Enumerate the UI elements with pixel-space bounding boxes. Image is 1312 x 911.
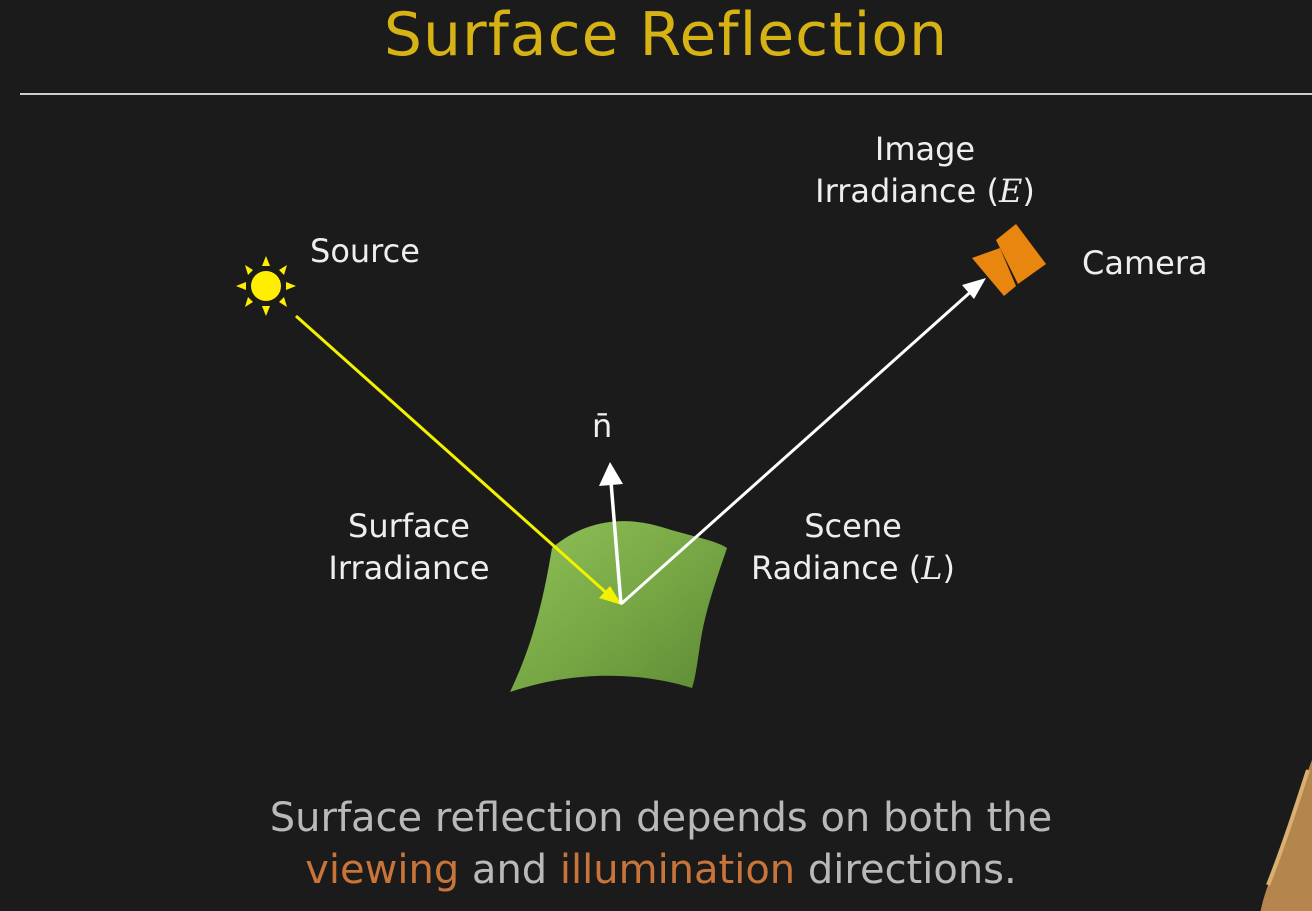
surface-irradiance-line2: Irradiance	[328, 549, 490, 587]
scene-radiance-label: Scene Radiance (L)	[728, 505, 978, 589]
scene-radiance-text: Radiance (	[751, 549, 922, 587]
image-irradiance-line2: Irradiance (E)	[780, 170, 1070, 212]
title-divider	[20, 93, 1312, 95]
caption-word-viewing: viewing	[305, 847, 460, 893]
scene-radiance-line1: Scene	[804, 507, 902, 545]
camera-label: Camera	[1082, 244, 1208, 282]
image-irradiance-text: Irradiance (	[815, 172, 999, 210]
presenter-silhouette	[1260, 760, 1312, 911]
image-irradiance-label: Image Irradiance (E)	[780, 128, 1070, 212]
image-irradiance-line1: Image	[874, 130, 976, 168]
scene-radiance-close: )	[942, 549, 955, 587]
caption-word-and: and	[459, 847, 560, 893]
caption-word-illumination: illumination	[559, 847, 796, 893]
caption-line2: viewing and illumination directions.	[0, 844, 1312, 896]
normal-label: n̄	[592, 407, 613, 445]
scene-radiance-line2: Radiance (L)	[728, 547, 978, 589]
reflected-ray	[620, 278, 986, 606]
normal-arrow	[599, 462, 623, 605]
image-irradiance-symbol: E	[998, 172, 1023, 210]
caption-line1: Surface reflection depends on both the	[269, 795, 1053, 841]
surface-irradiance-line1: Surface	[348, 507, 470, 545]
caption-word-directions: directions.	[795, 847, 1017, 893]
sun-icon	[236, 256, 296, 316]
incident-ray	[295, 314, 622, 605]
surface-patch	[510, 521, 727, 692]
image-irradiance-close: )	[1022, 172, 1035, 210]
scene-radiance-symbol: L	[921, 549, 943, 587]
page-title: Surface Reflection	[383, 0, 949, 70]
camera-icon	[972, 224, 1046, 296]
caption: Surface reflection depends on both the v…	[0, 792, 1312, 896]
surface-irradiance-label: Surface Irradiance	[300, 505, 518, 589]
source-label: Source	[310, 232, 420, 270]
